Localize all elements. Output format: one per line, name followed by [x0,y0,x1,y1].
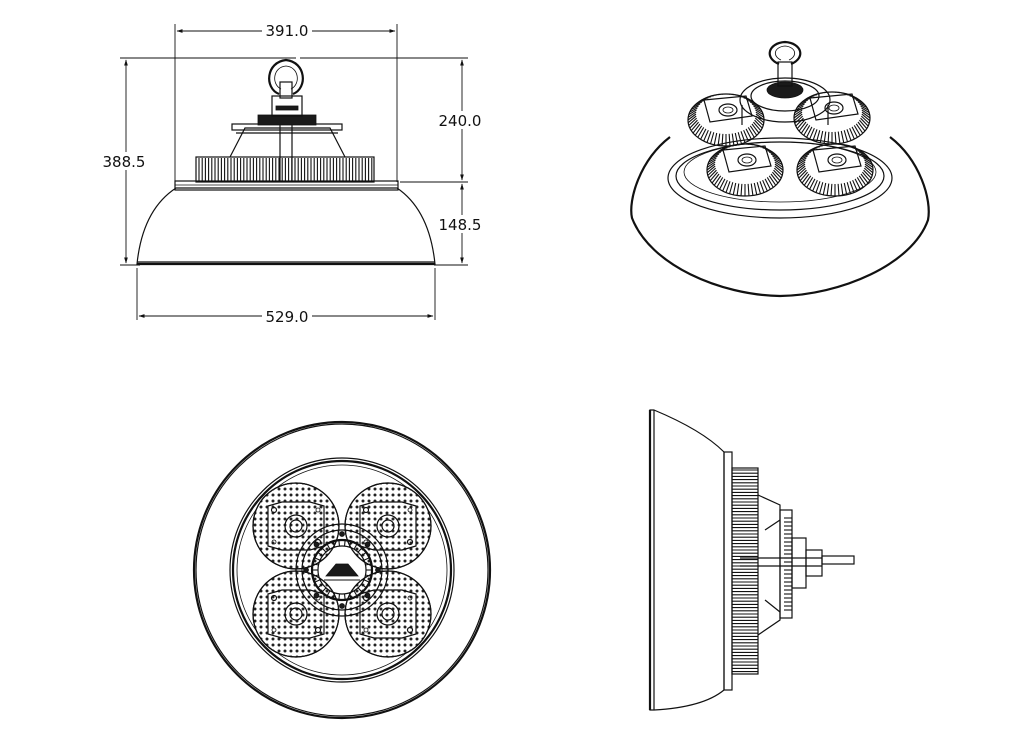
bottom-plan-view [192,420,492,720]
dimension-total-height: 388.5 [102,57,296,266]
isometric-view [630,40,930,298]
plan-heatsinks [252,482,432,658]
dim-label-lower-height: 148.5 [439,216,482,234]
dim-label-total-height: 388.5 [103,153,146,171]
dim-label-bottom-width: 529.0 [266,308,309,326]
dim-label-upper-height: 240.0 [439,112,482,130]
isometric-heatsinks [687,91,874,197]
side-elevation-view [648,409,855,711]
dim-label-top-width: 391.0 [266,22,309,40]
dimension-bottom-width: 529.0 [136,268,436,326]
dimension-top-width: 391.0 [174,22,398,182]
front-reflector [136,180,436,266]
front-heatsinks [195,58,375,183]
front-elevation-view: 391.0 388.5 240.0 148.5 52 [102,22,484,326]
dimension-right-heights: 240.0 148.5 [300,57,484,266]
